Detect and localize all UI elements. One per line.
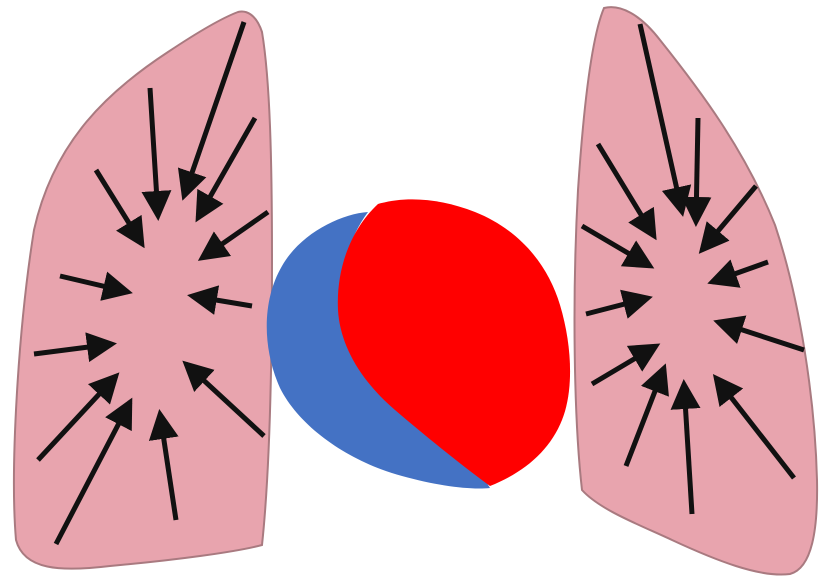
arrow	[696, 118, 698, 222]
right-lung	[575, 7, 818, 574]
left-lung	[14, 12, 272, 569]
